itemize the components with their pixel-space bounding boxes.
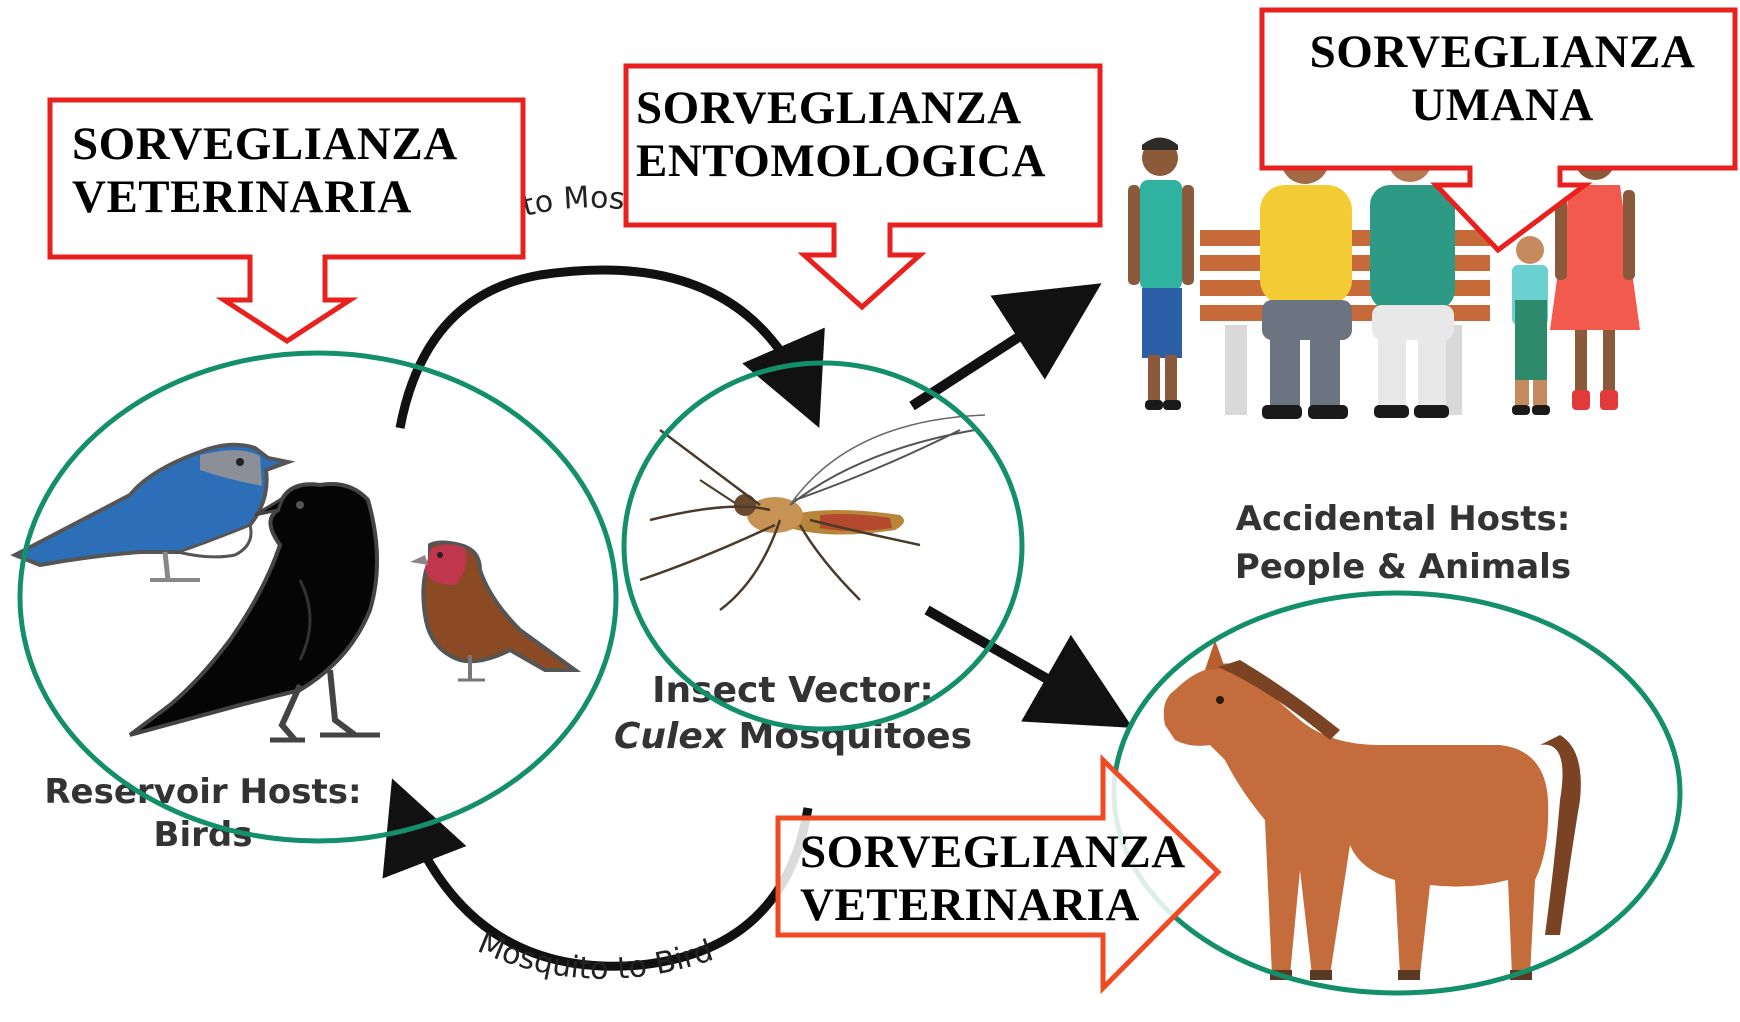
horse-icon <box>1164 640 1581 980</box>
bird-to-mosquito-arrow <box>400 270 805 428</box>
callout-human-text: SORVEGLIANZA UMANA <box>1290 26 1715 131</box>
callout-human-line1: SORVEGLIANZA <box>1290 26 1715 79</box>
finch-icon <box>410 543 575 681</box>
callout-veterinary-top-line2: VETERINARIA <box>72 171 458 224</box>
callout-entomological-line2: ENTOMOLOGICA <box>636 135 1046 188</box>
arrow-to-animals <box>927 610 1098 708</box>
mosquito-icon <box>640 415 985 610</box>
callout-veterinary-bottom-line1: SORVEGLIANZA <box>800 826 1186 879</box>
mosquito-to-bird-arrow <box>405 808 808 966</box>
family-on-bench-icon <box>1128 136 1640 419</box>
callout-veterinary-bottom-text: SORVEGLIANZA VETERINARIA <box>800 826 1186 931</box>
mosquito-to-bird-label: Mosquito to Bird <box>473 926 718 987</box>
callout-veterinary-top-line1: SORVEGLIANZA <box>72 118 458 171</box>
callout-entomological-line1: SORVEGLIANZA <box>636 82 1046 135</box>
arrow-to-people <box>912 305 1068 406</box>
callout-human-line2: UMANA <box>1290 79 1715 132</box>
callout-veterinary-top-text: SORVEGLIANZA VETERINARIA <box>72 118 458 223</box>
callout-entomological-text: SORVEGLIANZA ENTOMOLOGICA <box>636 82 1046 187</box>
blue-bird-icon <box>15 445 288 580</box>
reservoir-hosts-label: Reservoir Hosts: <box>44 772 361 812</box>
insect-vector-label: Insect Vector: <box>652 670 934 711</box>
accidental-hosts-label: Accidental Hosts: <box>1236 499 1571 539</box>
accidental-hosts-people-animals: People & Animals <box>1235 547 1571 587</box>
insect-vector-mosquitoes: Culex Mosquitoes <box>614 716 972 757</box>
callout-veterinary-bottom-line2: VETERINARIA <box>800 879 1186 932</box>
